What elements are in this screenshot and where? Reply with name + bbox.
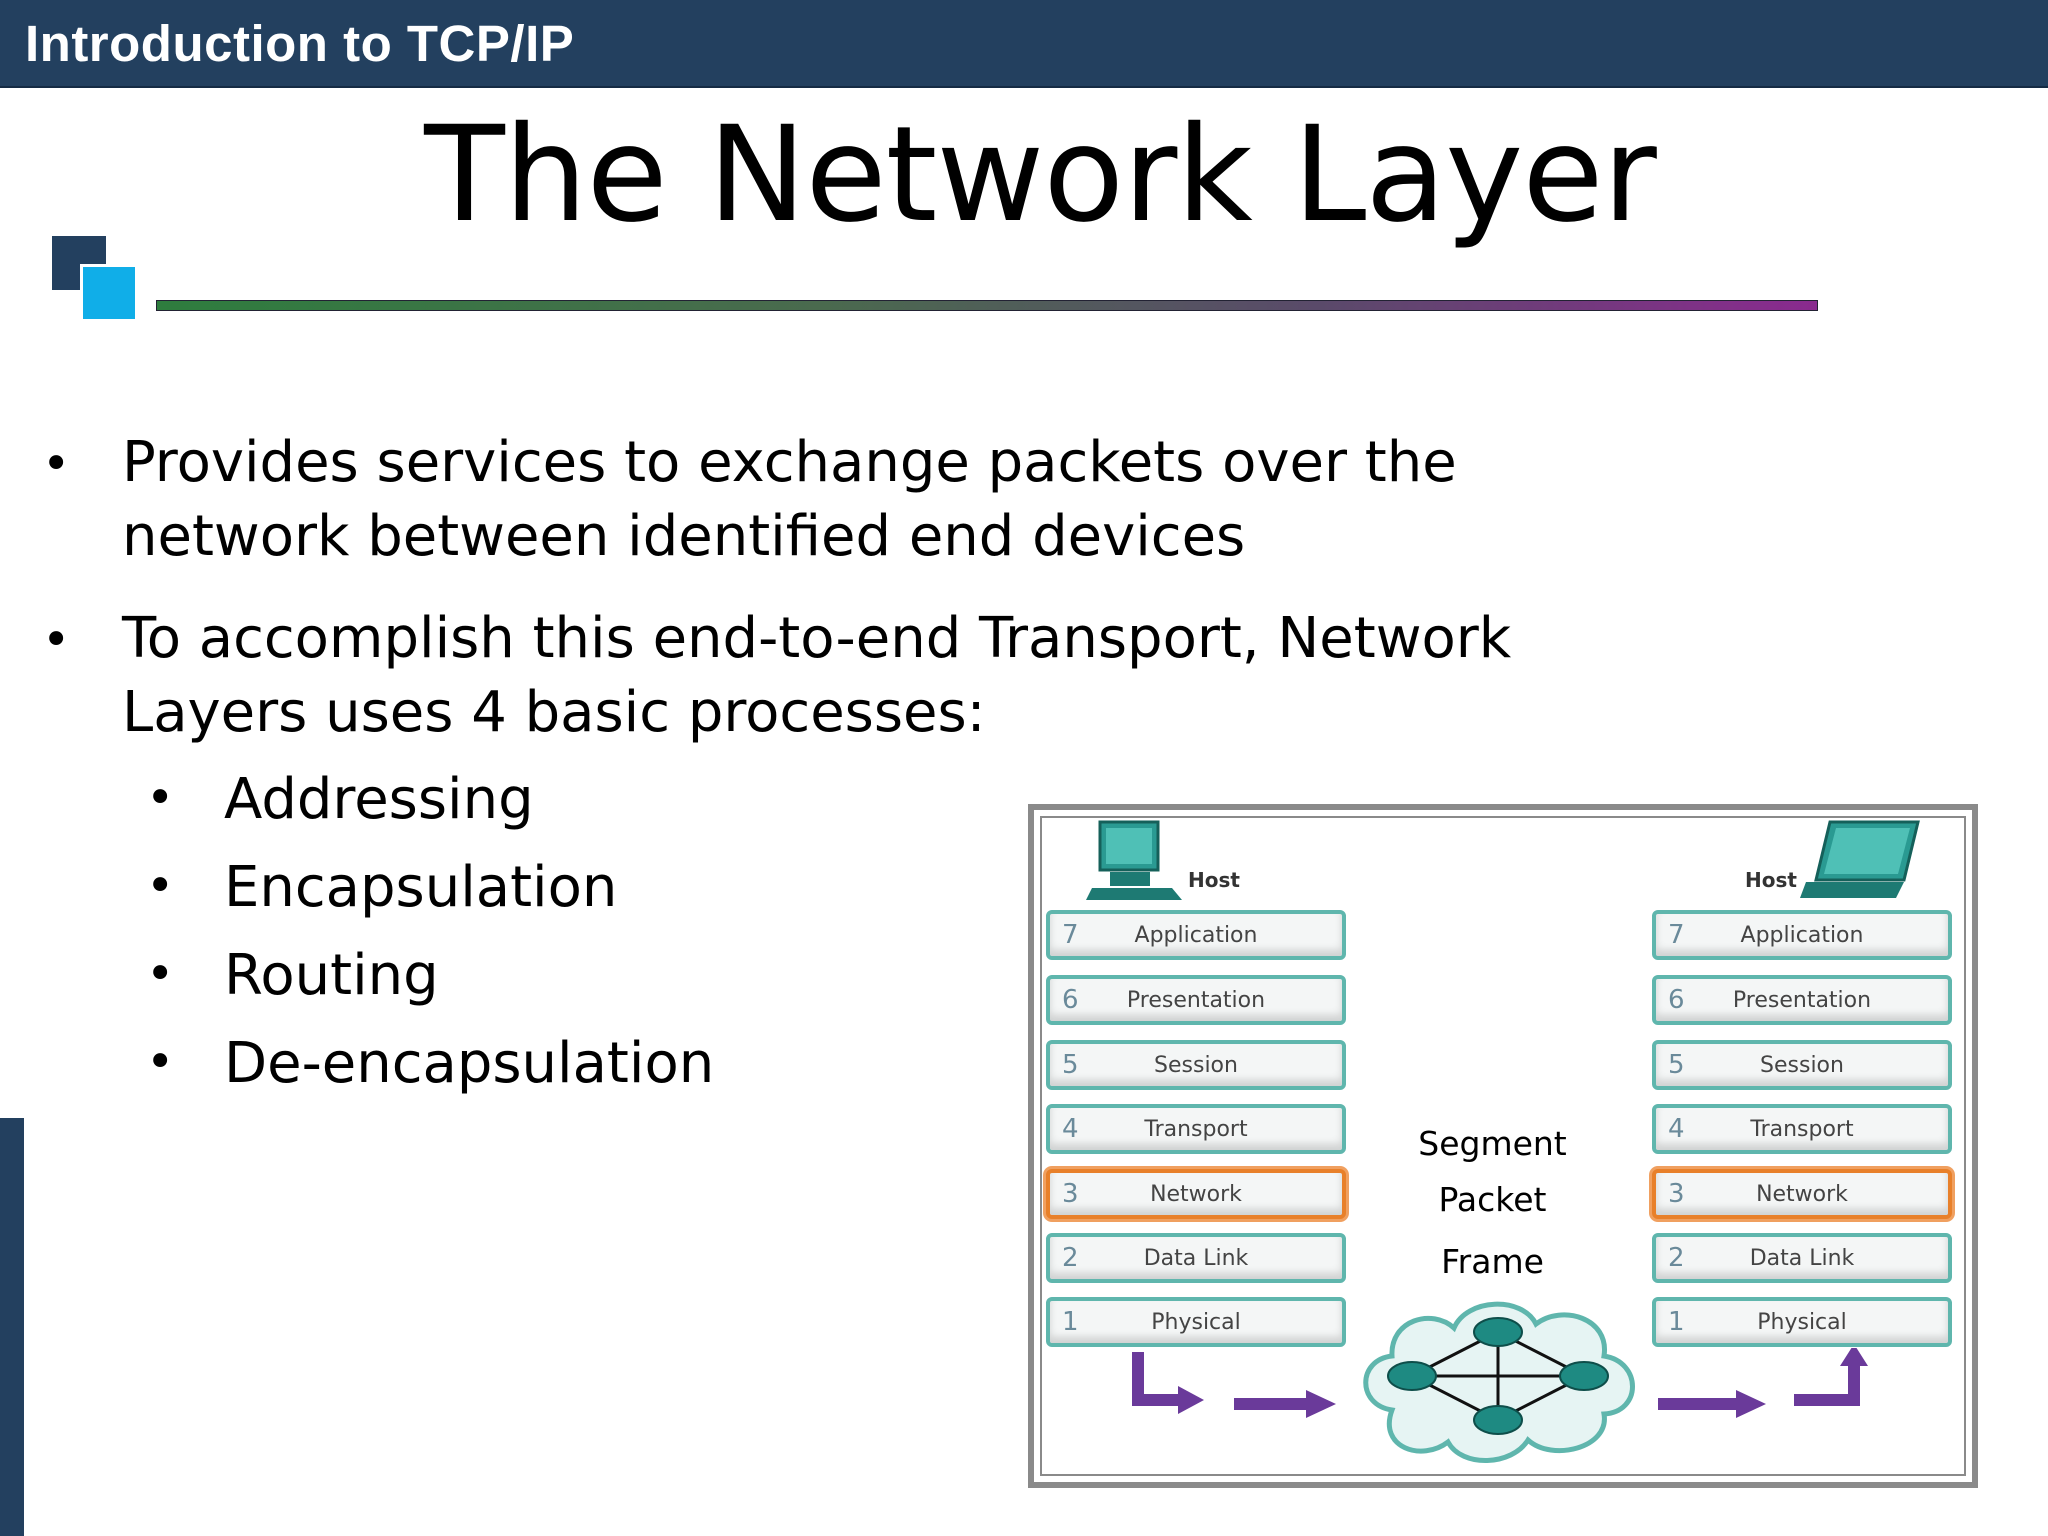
title-divider: [156, 300, 1818, 311]
bullet-2-line-2: Layers uses 4 basic processes:: [122, 680, 986, 745]
subbullet-dot: •: [146, 770, 175, 826]
laptop-computer-icon: [1800, 820, 1920, 898]
subbullet-dot: •: [146, 858, 175, 914]
left-accent-bar: [0, 1118, 24, 1536]
flow-arrows-right-icon: [1658, 1348, 1868, 1418]
flow-arrows-left-icon: [1132, 1352, 1336, 1418]
subbullet-addressing: Addressing: [224, 767, 534, 832]
header-bar: Introduction to TCP/IP: [0, 0, 2048, 88]
bullet-dot: •: [42, 436, 71, 492]
subbullet-dot: •: [146, 1034, 175, 1090]
pdu-packet-label: Packet: [1438, 1180, 1547, 1219]
pdu-segment-label: Segment: [1418, 1124, 1567, 1163]
left-host-label: Host: [1188, 868, 1240, 892]
subbullet-dot: •: [146, 946, 175, 1002]
bullet-1-line-2: network between identified end devices: [122, 504, 1246, 569]
slide-title: The Network Layer: [424, 98, 1657, 252]
pdu-frame-label: Frame: [1441, 1242, 1544, 1281]
desktop-computer-icon: [1086, 820, 1182, 900]
bullet-dot: •: [42, 612, 71, 668]
subbullet-deencapsulation: De-encapsulation: [224, 1031, 715, 1096]
network-cloud-icon: [1363, 1301, 1635, 1463]
right-host-label: Host: [1745, 868, 1797, 892]
bullet-1-line-1: Provides services to exchange packets ov…: [122, 430, 1457, 495]
subbullet-routing: Routing: [224, 943, 439, 1008]
subbullet-encapsulation: Encapsulation: [224, 855, 618, 920]
bullet-2-line-1: To accomplish this end-to-end Transport,…: [122, 606, 1512, 671]
logo-squares-icon: [52, 236, 142, 324]
header-title: Introduction to TCP/IP: [25, 15, 575, 72]
